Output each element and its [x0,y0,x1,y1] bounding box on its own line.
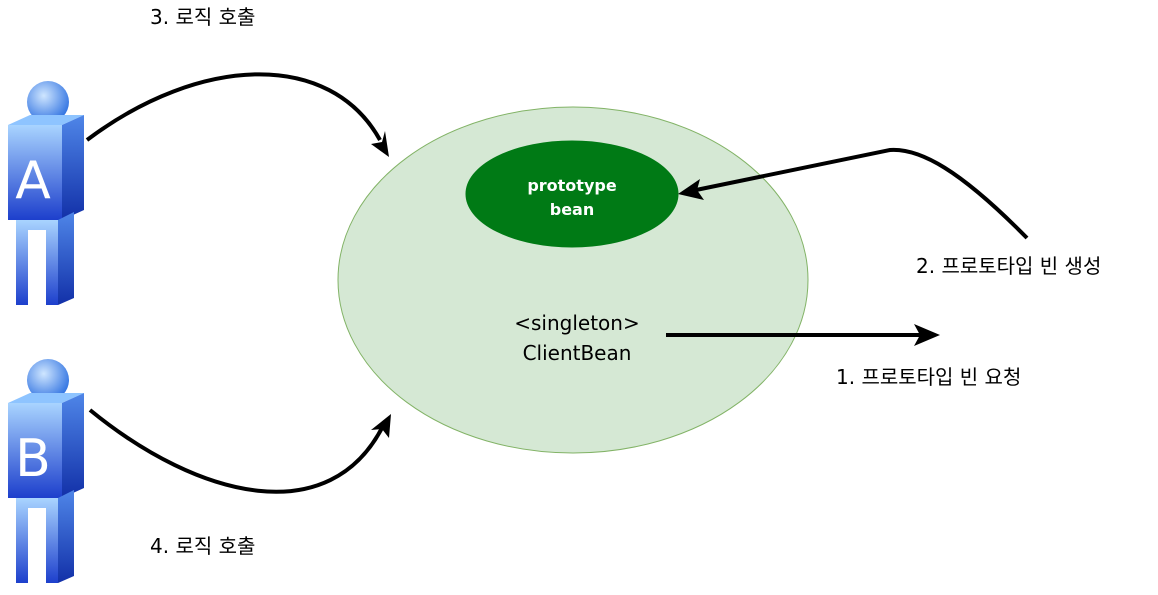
actor-b-legs-side [58,490,74,583]
edge-b-arrowhead [371,414,391,438]
edge-create-arrowhead [678,179,704,200]
actor-a-torso [8,125,62,220]
edge-a-arrowhead [371,131,389,157]
actor-b-shoulders [8,393,84,403]
edge-a-path [85,72,382,142]
edge-request-arrowhead [914,324,940,346]
actor-b-head [27,359,69,401]
prototype-label-line1: prototype [527,176,617,195]
label-step3: 3. 로직 호출 [150,5,255,29]
edge-actor-b-call[interactable] [88,408,391,494]
actor-b-legs [16,498,58,583]
label-step1: 1. 프로토타입 빈 요청 [836,365,1021,389]
prototype-label-line2: bean [550,200,595,219]
actor-b-side [62,393,84,498]
singleton-stereotype: <singleton> [514,311,639,335]
actor-a-legs [16,220,58,305]
actor-a-head [27,81,69,123]
actor-a-shoulders [8,115,84,125]
actor-a-side [62,115,84,220]
edge-request-prototype[interactable] [666,324,940,346]
edge-b-path [88,408,385,494]
actor-a-legs-side [58,212,74,305]
label-step4: 4. 로직 호출 [150,534,255,558]
user-actor-icon[interactable]: A [8,81,84,305]
actor-b-letter: B [15,429,51,489]
singleton-name: ClientBean [523,341,632,365]
edge-actor-a-call[interactable] [85,72,389,157]
actor-b-torso [8,403,62,498]
actor-a-letter: A [15,151,51,211]
edge-create-prototype[interactable] [678,147,1029,240]
label-step2: 2. 프로토타입 빈 생성 [916,254,1101,278]
edge-create-path [695,147,1029,240]
user-actor-icon[interactable]: B [8,359,84,583]
prototype-bean[interactable]: prototype bean [465,140,679,248]
